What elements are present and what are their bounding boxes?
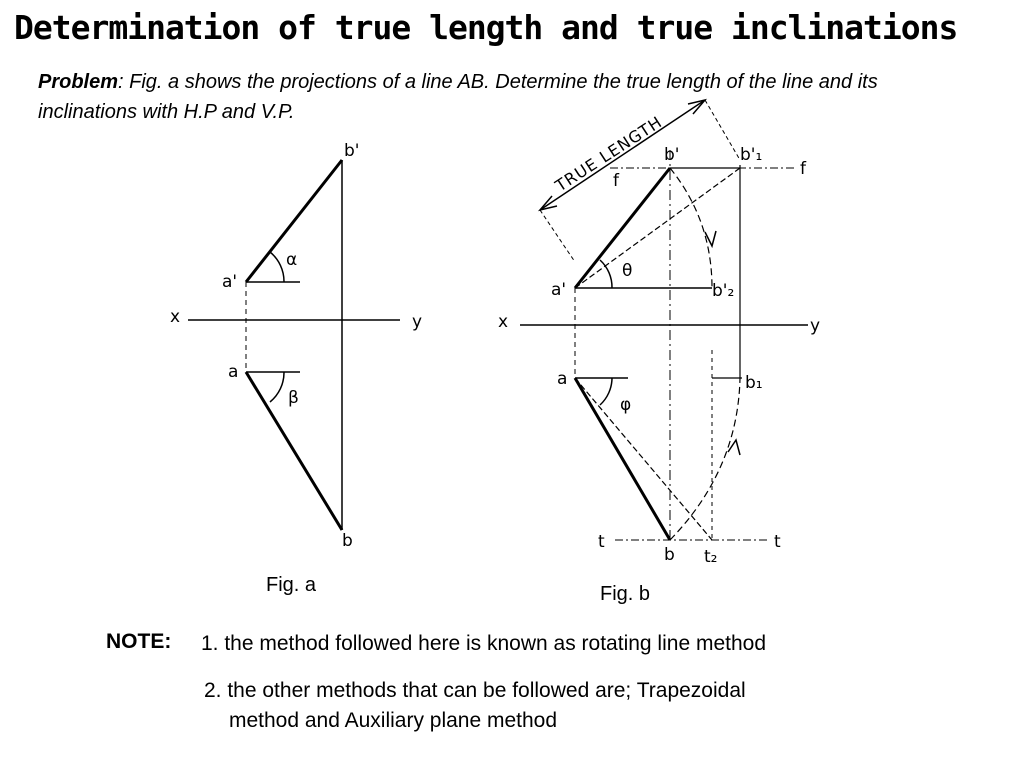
fig-b-top-view-line [573, 377, 672, 541]
problem-label: Problem [38, 71, 119, 93]
problem-statement: Problem: Fig. a shows the projections of… [38, 67, 978, 127]
fig-b-label-b-prime: b' [664, 145, 679, 165]
fig-b-label-y: y [810, 316, 820, 336]
problem-text: : Fig. a shows the projections of a line… [38, 71, 878, 123]
fig-a-label-y: y [412, 312, 422, 332]
fig-b-dim-arrow-left [537, 195, 558, 212]
fig-b-arc-b-prime-to-b2-prime [669, 167, 713, 289]
fig-a-label-beta: β [288, 388, 299, 408]
fig-b-label-a: a [557, 369, 567, 389]
fig-a-label-x: x [170, 307, 180, 327]
note-label: NOTE: [106, 630, 172, 653]
fig-a-caption: Fig. a [266, 574, 317, 596]
fig-a-top-view-line [244, 371, 344, 531]
fig-b-label-b1-prime: b'₁ [740, 145, 762, 165]
note-line-3: method and Auxiliary plane method [229, 709, 558, 732]
fig-b-label-true-length: TRUE LENGTH [551, 112, 666, 196]
fig-a-label-b: b [342, 531, 353, 551]
fig-b-theta-arc [599, 259, 613, 289]
fig-b-label-t2: t₂ [704, 547, 717, 567]
fig-a-label-b-prime: b' [344, 141, 359, 161]
fig-b-label-phi: φ [620, 395, 631, 415]
note-line-2: 2. the other methods that can be followe… [204, 679, 746, 702]
note-line-1: 1. the method followed here is known as … [201, 632, 767, 655]
fig-b-label-a-prime: a' [551, 280, 566, 300]
fig-a-front-view-line [244, 159, 344, 283]
fig-b-phi-arc [599, 377, 613, 406]
fig-b-true-length-plan [574, 377, 713, 541]
fig-b-dim-extension-right [704, 99, 741, 161]
fig-b-label-t-right: t [774, 532, 781, 552]
fig-b-label-t-left: t [598, 532, 605, 552]
fig-b-label-b1: b₁ [745, 373, 763, 393]
fig-b-true-length-dimension [539, 99, 706, 211]
fig-b-front-view-line [573, 167, 672, 289]
fig-a-label-alpha: α [286, 250, 297, 270]
fig-a-beta-arc [269, 371, 285, 403]
page-title: Determination of true length and true in… [14, 8, 958, 47]
fig-b-true-length-line [574, 167, 741, 289]
fig-b-arc-arrow-bottom [727, 438, 741, 456]
fig-b-dim-arrow-right [687, 98, 708, 115]
fig-b-caption: Fig. b [600, 583, 651, 605]
fig-a-alpha-arc [269, 251, 285, 283]
fig-a-label-a: a [228, 362, 238, 382]
fig-b-label-theta: θ [622, 261, 632, 281]
fig-b-arc-b-to-t2 [669, 377, 741, 541]
fig-b-label-f-right: f [800, 159, 807, 179]
fig-b-dim-extension-left [539, 209, 576, 263]
fig-b-label-f-left: f [613, 171, 620, 191]
fig-b-label-x: x [498, 312, 508, 332]
fig-b-arc-arrow-top [704, 230, 717, 249]
fig-b-label-b2-prime: b'₂ [712, 281, 734, 301]
fig-a-label-a-prime: a' [222, 272, 237, 292]
fig-b-label-b: b [664, 545, 675, 565]
